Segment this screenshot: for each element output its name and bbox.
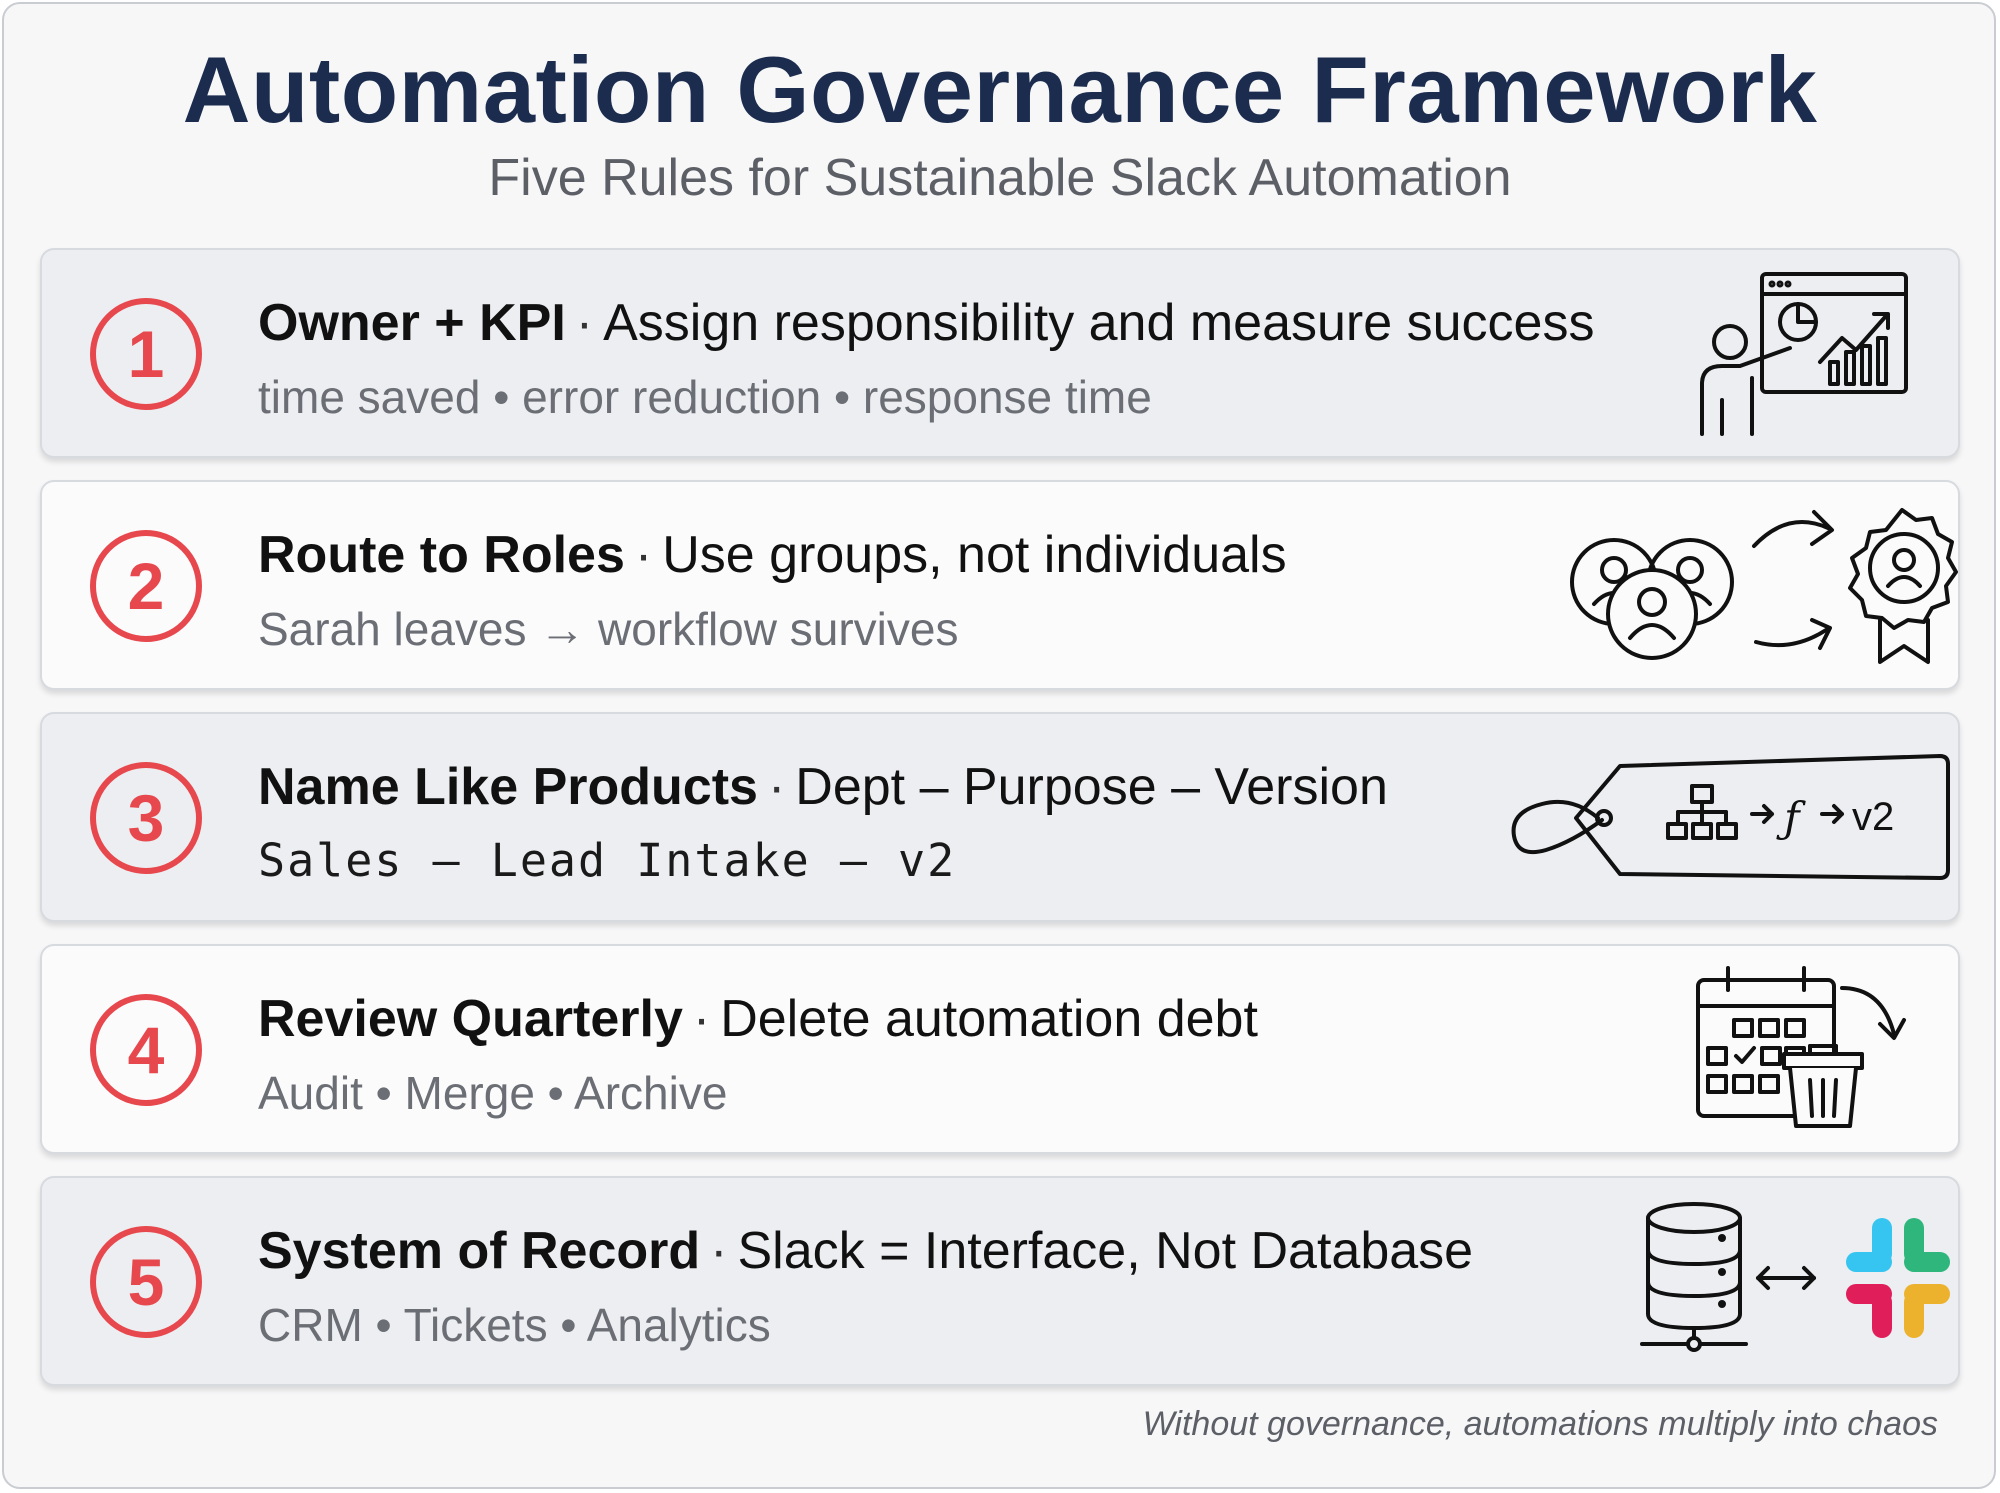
rule-number-2: 2 xyxy=(90,530,202,642)
rule-description-4: Delete automation debt xyxy=(720,990,1258,1048)
rule-headline-5: System of Record·Slack = Interface, Not … xyxy=(258,1220,1473,1282)
calendar-trash-icon xyxy=(1696,966,1906,1128)
tag-version-label: v2 xyxy=(1852,795,1894,839)
rule-headline-3: Name Like Products·Dept – Purpose – Vers… xyxy=(258,756,1388,818)
label-tag-icon: ƒ v2 xyxy=(1511,754,1950,880)
database-slack-icon xyxy=(1640,1202,1950,1352)
rule-detail-4: Audit • Merge • Archive xyxy=(258,1067,728,1119)
rule-separator-3: · xyxy=(767,758,786,816)
rule-card-5: 5 System of Record·Slack = Interface, No… xyxy=(40,1176,1960,1386)
rule-card-4: 4 Review Quarterly·Delete automation deb… xyxy=(40,944,1960,1154)
rule-number-3: 3 xyxy=(90,762,202,874)
rule-heading-3: Name Like Products xyxy=(258,758,758,816)
rule-heading-4: Review Quarterly xyxy=(258,990,683,1048)
presenter-chart-icon xyxy=(1700,272,1908,436)
rule-detail-1: time saved • error reduction • response … xyxy=(258,371,1152,423)
rule-card-2: 2 Route to Roles·Use groups, not individ… xyxy=(40,480,1960,690)
bidirectional-arrow-icon xyxy=(1756,1266,1816,1290)
rule-separator-2: · xyxy=(634,526,653,584)
rule-description-1: Assign responsibility and measure succes… xyxy=(603,294,1595,352)
rule-headline-4: Review Quarterly·Delete automation debt xyxy=(258,988,1258,1050)
group-to-role-badge-icon xyxy=(1570,508,1958,664)
rule-separator-5: · xyxy=(710,1222,728,1280)
footer-note: Without governance, automations multiply… xyxy=(1142,1405,1938,1443)
rule-description-5: Slack = Interface, Not Database xyxy=(737,1222,1474,1280)
rule-heading-5: System of Record xyxy=(258,1222,701,1280)
rule-headline-1: Owner + KPI·Assign responsibility and me… xyxy=(258,292,1594,354)
rule-detail-2: Sarah leaves → workflow survives xyxy=(258,603,959,655)
rule-number-5: 5 xyxy=(90,1226,202,1338)
rule-separator-4: · xyxy=(692,990,711,1048)
rule-description-3: Dept – Purpose – Version xyxy=(795,758,1388,816)
rule-card-3: 3 Name Like Products·Dept – Purpose – Ve… xyxy=(40,712,1960,922)
rule-detail-3: Sales – Lead Intake – v2 xyxy=(258,834,957,887)
page-subtitle: Five Rules for Sustainable Slack Automat… xyxy=(488,149,1512,207)
rule-number-4: 4 xyxy=(90,994,202,1106)
rule-headline-2: Route to Roles·Use groups, not individua… xyxy=(258,524,1287,586)
rule-separator-1: · xyxy=(575,294,594,352)
rule-detail-5: CRM • Tickets • Analytics xyxy=(258,1299,771,1351)
function-glyph: ƒ xyxy=(1776,793,1806,842)
database-icon xyxy=(1640,1202,1748,1352)
rule-heading-1: Owner + KPI xyxy=(258,294,566,352)
rule-heading-2: Route to Roles xyxy=(258,526,625,584)
rule-description-2: Use groups, not individuals xyxy=(662,526,1287,584)
rule-number-1: 1 xyxy=(90,298,202,410)
slack-logo-icon xyxy=(1846,1218,1950,1338)
rule-card-1: 1 Owner + KPI·Assign responsibility and … xyxy=(40,248,1960,458)
page-title: Automation Governance Framework xyxy=(182,37,1818,142)
